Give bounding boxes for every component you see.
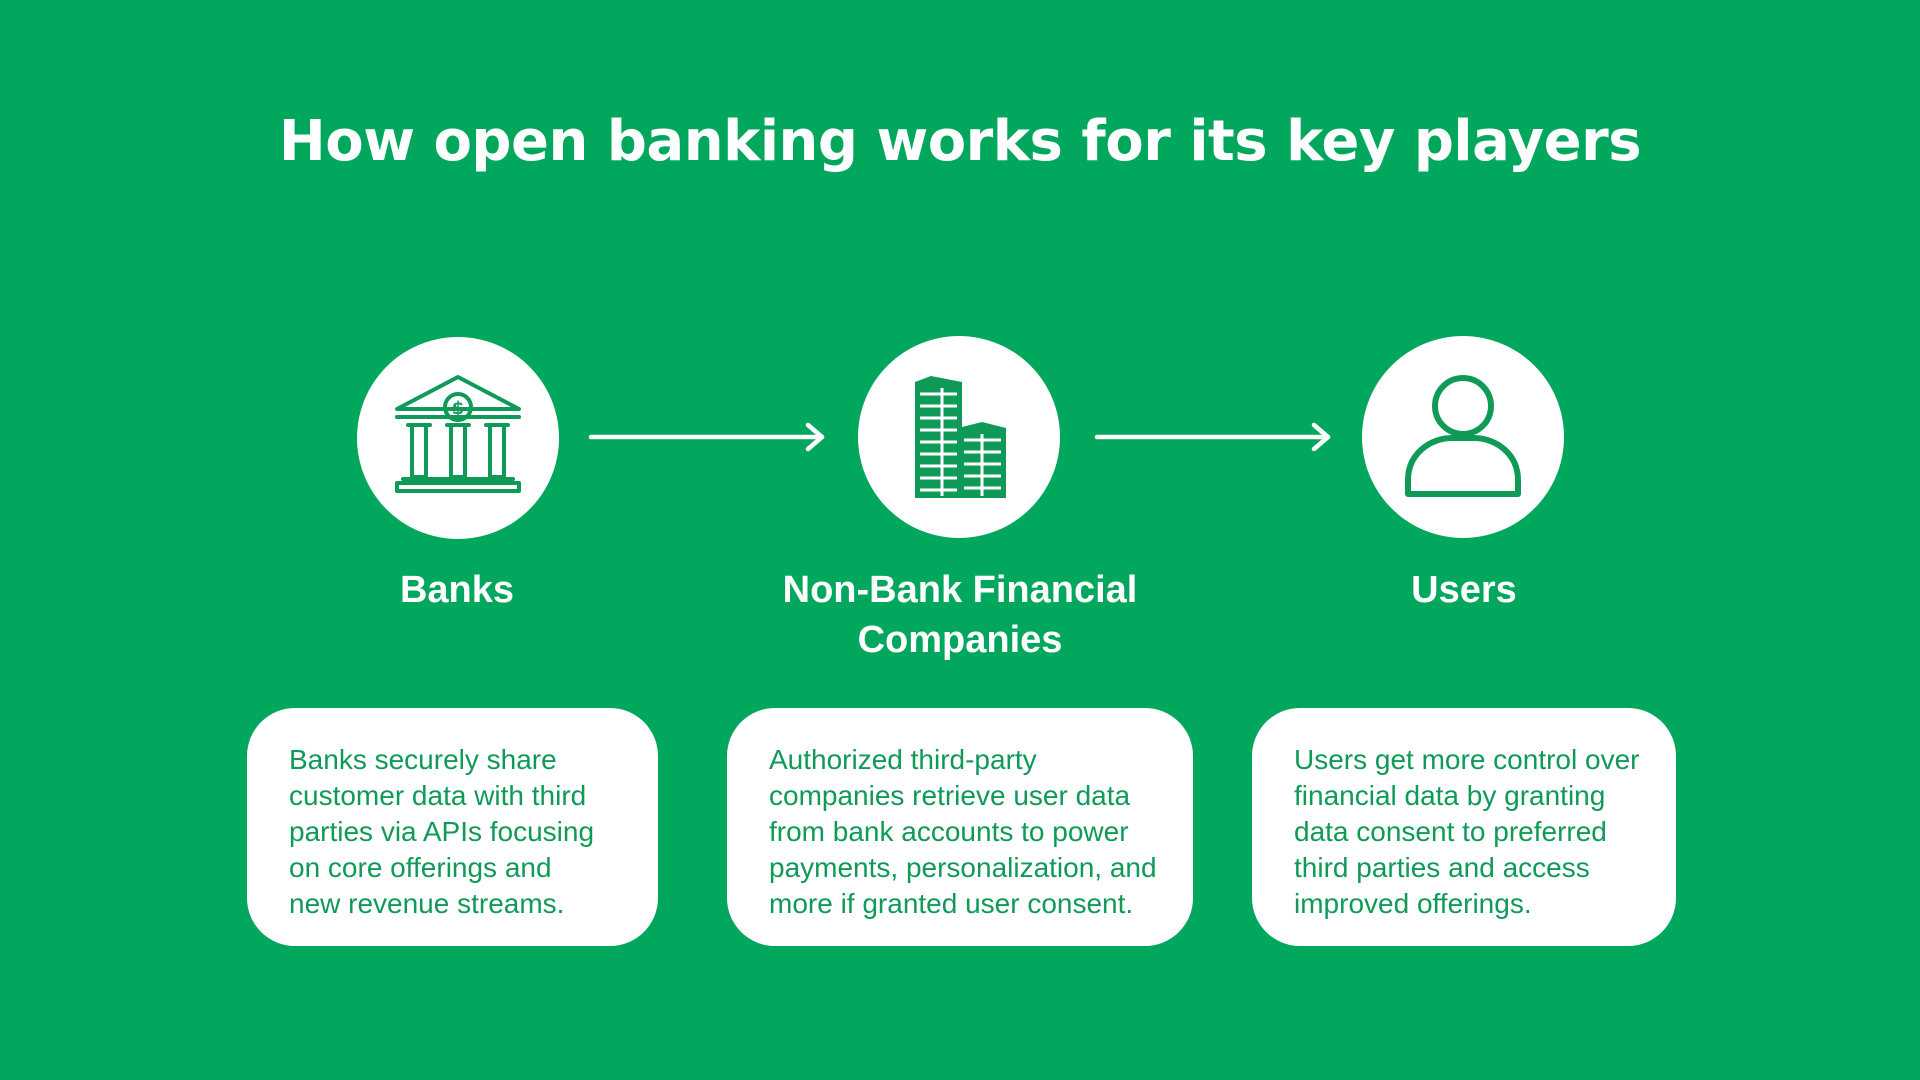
- description-line: companies retrieve user data: [769, 780, 1131, 811]
- bank-icon: $: [395, 375, 521, 493]
- page-title: How open banking works for its key playe…: [278, 109, 1642, 174]
- card-banks: Banks securely share customer data with …: [247, 708, 658, 946]
- card-description: Banks securely share customer data with …: [289, 742, 622, 922]
- label-line: Companies: [857, 619, 1063, 661]
- card-non-bank-companies: Authorized third-party companies retriev…: [727, 708, 1193, 946]
- user-icon: [1405, 375, 1521, 497]
- description-line: Users get more control over: [1294, 744, 1640, 775]
- description-line: third parties and access: [1294, 852, 1590, 883]
- description-line: data consent to preferred: [1294, 816, 1607, 847]
- label-line: Users: [1411, 569, 1517, 611]
- label-line: Banks: [399, 569, 515, 611]
- arrow-banks-to-companies: [588, 417, 828, 457]
- svg-text:$: $: [452, 398, 465, 419]
- companies-circle: [858, 336, 1060, 538]
- description-line: more if granted user consent.: [769, 888, 1134, 919]
- label-banks: Banks: [247, 565, 667, 615]
- card-description: Users get more control over financial da…: [1294, 742, 1640, 922]
- description-line: Banks securely share: [289, 744, 557, 775]
- description-line: improved offerings.: [1294, 888, 1532, 919]
- description-line: new revenue streams.: [289, 888, 565, 919]
- description-line: financial data by granting: [1294, 780, 1606, 811]
- bank-circle: $: [357, 337, 559, 539]
- arrow-right-icon: [1094, 422, 1331, 452]
- label-non-bank-companies: Non-Bank Financial Companies: [750, 565, 1170, 665]
- office-buildings-icon: [915, 376, 1006, 498]
- arrow-right-icon: [588, 422, 825, 452]
- description-line: from bank accounts to power: [769, 816, 1129, 847]
- arrow-companies-to-users: [1094, 417, 1334, 457]
- description-line: Authorized third-party: [769, 744, 1037, 775]
- card-description: Authorized third-party companies retriev…: [769, 742, 1157, 922]
- description-line: parties via APIs focusing: [289, 816, 595, 847]
- card-users: Users get more control over financial da…: [1252, 708, 1676, 946]
- description-line: customer data with third: [289, 780, 587, 811]
- description-line: payments, personalization, and: [769, 852, 1157, 883]
- description-line: on core offerings and: [289, 852, 552, 883]
- label-line: Non-Bank Financial: [782, 569, 1138, 611]
- users-circle: [1362, 336, 1564, 538]
- label-users: Users: [1254, 565, 1674, 615]
